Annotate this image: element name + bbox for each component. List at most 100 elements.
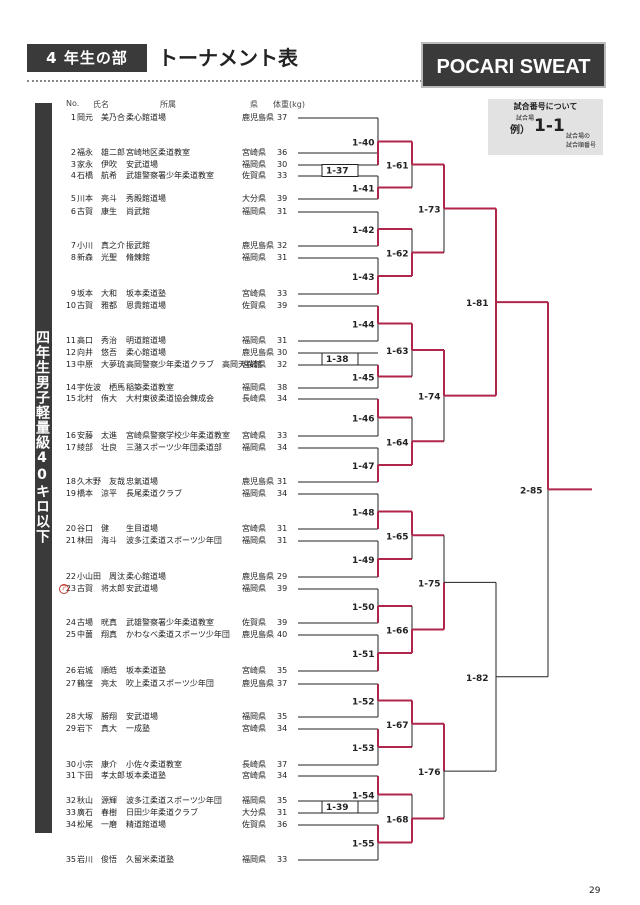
entrant-name: 小川 真之介 — [77, 241, 125, 250]
entrant-weight: 31 — [277, 336, 288, 345]
entrant-no: 7 — [70, 241, 76, 250]
match-label: 1-40 — [352, 139, 375, 149]
entrant-weight: 33 — [277, 289, 288, 298]
entrant-pref: 宮崎県 — [242, 524, 266, 533]
entrant-weight: 40 — [277, 630, 288, 639]
entrant-pref: 福岡県 — [242, 584, 266, 593]
entrant-no: 27 — [65, 679, 76, 688]
legend-order-label-1: 試合場の — [566, 133, 591, 140]
match-label: 1-49 — [352, 556, 375, 566]
header-divider — [27, 80, 422, 82]
entrant-club: 久留米柔道塾 — [126, 855, 174, 864]
match-label: 1-61 — [386, 162, 409, 172]
entrant-pref: 佐賀県 — [242, 618, 266, 627]
entrant-club: 坂本柔道塾 — [126, 289, 166, 298]
entrant-club: かわなべ柔道スポーツ少年団 — [126, 630, 230, 639]
entrant-weight: 37 — [277, 760, 288, 769]
entrant-no: 16 — [65, 431, 76, 440]
entrant-name: 岩川 俊悟 — [77, 855, 117, 864]
entrant-weight: 35 — [277, 666, 288, 675]
entrant-weight: 31 — [277, 207, 288, 216]
entrant-pref: 宮崎県 — [242, 289, 266, 298]
entrant-pref: 福岡県 — [242, 796, 266, 805]
entrant-no: 4 — [70, 171, 76, 180]
entrant-pref: 福岡県 — [242, 855, 266, 864]
match-number-legend: 試合番号について 試合場 例） 1-1 試合場の 試合順番号 — [488, 99, 603, 155]
prelim-match-label: 1-39 — [326, 803, 349, 813]
entrant-club: 高岡警察少年柔道クラブ 高岡天桜館 — [126, 360, 262, 369]
entrant-no: 12 — [65, 348, 76, 357]
entrant-club: 長尾柔道クラブ — [126, 489, 182, 498]
entrant-name: 新森 光聖 — [77, 253, 117, 262]
entrant-club: 武雄警察署少年柔道教室 — [126, 171, 214, 180]
entrant-pref: 福岡県 — [242, 160, 266, 169]
entrant-weight: 35 — [277, 712, 288, 721]
match-label: 1-53 — [352, 744, 375, 754]
entrant-no: 11 — [65, 336, 76, 345]
entrant-club: 波多江柔道スポーツ少年団 — [126, 796, 222, 805]
entrant-name: 廣石 春樹 — [77, 808, 117, 817]
entrant-name: 北村 侑大 — [77, 394, 117, 403]
match-label: 1-54 — [352, 792, 375, 802]
entrant-weight: 34 — [277, 394, 288, 403]
entrant-pref: 大分県 — [242, 194, 266, 203]
entrant-name: 安藤 太進 — [77, 431, 117, 440]
entrant-club: 脩錬館 — [126, 253, 150, 262]
entrant-no: 28 — [65, 712, 76, 721]
match-label: 1-51 — [352, 650, 375, 660]
match-label: 1-41 — [352, 185, 375, 195]
legend-example-number: 1-1 — [534, 116, 565, 136]
entrant-no: 25 — [65, 630, 76, 639]
entrant-pref: 宮崎県 — [242, 666, 266, 675]
entrant-no: 35 — [65, 855, 76, 864]
entrant-pref: 福岡県 — [242, 253, 266, 262]
entrant-pref: 鹿児島県 — [242, 572, 274, 581]
entrant-club: 柔心館道場 — [126, 572, 166, 581]
entrant-name: 福永 雄二郎 — [77, 148, 125, 157]
entrant-name: 中薗 翔真 — [77, 630, 117, 639]
entrant-weight: 32 — [277, 241, 288, 250]
entrant-name: 秋山 源輝 — [77, 796, 117, 805]
entrant-pref: 長崎県 — [242, 394, 266, 403]
match-label: 1-42 — [352, 226, 375, 236]
category-sidebar — [35, 103, 52, 833]
entrant-no: 13 — [65, 360, 76, 369]
match-label: 1-47 — [352, 462, 375, 472]
entrant-weight: 34 — [277, 771, 288, 780]
entrant-weight: 33 — [277, 855, 288, 864]
entrant-club: 尚武館 — [126, 207, 150, 216]
entrant-pref: 鹿児島県 — [242, 113, 274, 122]
entrant-name: 古賀 雅都 — [77, 301, 117, 310]
entrant-weight: 33 — [277, 171, 288, 180]
entrant-club: 宮崎県警察学校少年柔道教室 — [126, 431, 230, 440]
entrant-name: 古賀 将太郎 — [77, 584, 125, 593]
entrant-no: 23 — [65, 584, 76, 593]
legend-example-label: 例） — [510, 125, 530, 136]
entrant-name: 岩城 順皓 — [77, 666, 117, 675]
entrant-name: 岩下 真大 — [77, 724, 117, 733]
entrant-weight: 37 — [277, 679, 288, 688]
entrant-no: 20 — [65, 524, 76, 533]
entrant-club: 明道館道場 — [126, 336, 166, 345]
entrant-name: 橋本 涼平 — [77, 489, 117, 498]
entrant-weight: 36 — [277, 820, 288, 829]
entrant-pref: 福岡県 — [242, 443, 266, 452]
entrant-club: 大村東彼柔道協会錬成会 — [126, 394, 214, 403]
match-label: 1-67 — [386, 721, 409, 731]
entrant-no: 34 — [65, 820, 76, 829]
entrant-no: 21 — [65, 536, 76, 545]
entrant-pref: 鹿児島県 — [242, 348, 274, 357]
entrant-weight: 37 — [277, 113, 288, 122]
legend-court-label: 試合場 — [516, 115, 535, 122]
entrant-club: 安武道場 — [126, 160, 158, 169]
prelim-match-box — [321, 164, 359, 177]
entrant-name: 大塚 勝翔 — [77, 712, 117, 721]
entrant-club: 坂本柔道塾 — [126, 666, 166, 675]
entrant-no: 19 — [65, 489, 76, 498]
match-label: 1-65 — [386, 532, 409, 542]
entrant-weight: 33 — [277, 431, 288, 440]
entrant-name: 石橋 航希 — [77, 171, 117, 180]
entrant-name: 久木野 友哉 — [77, 477, 125, 486]
entrant-name: 高口 秀治 — [77, 336, 117, 345]
match-label: 1-63 — [386, 347, 409, 357]
